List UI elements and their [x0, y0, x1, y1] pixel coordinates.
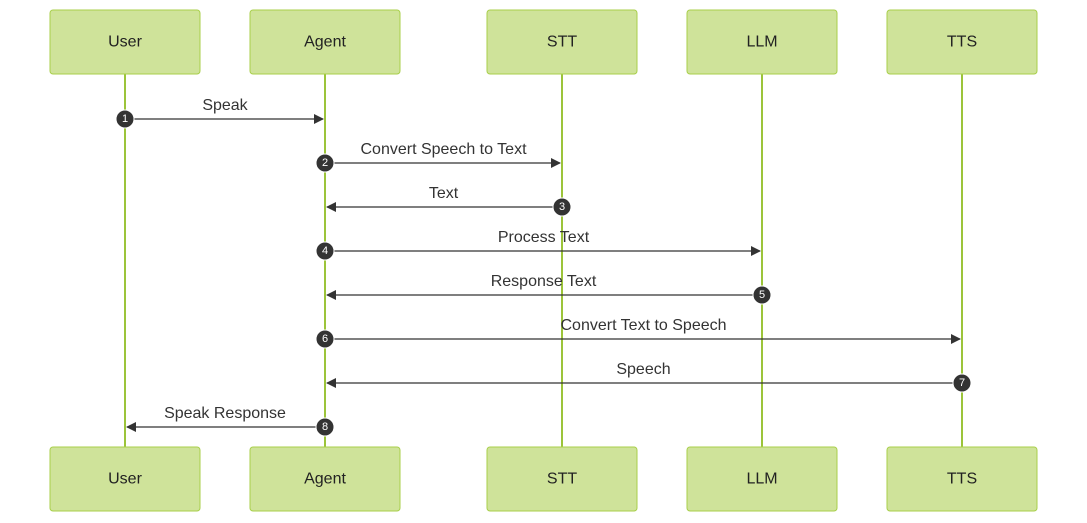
- step-number-badge: [315, 329, 335, 349]
- step-number: 1: [122, 113, 128, 125]
- actor-stt-top: STT: [486, 9, 638, 75]
- actor-label: User: [108, 471, 142, 488]
- step-number-badge: [552, 197, 572, 217]
- actor-label: LLM: [746, 471, 777, 488]
- message-label: Speak: [202, 97, 248, 114]
- actor-label: User: [108, 34, 142, 51]
- message-4: Process Text 4: [315, 229, 761, 261]
- step-number: 3: [559, 201, 565, 213]
- step-number: 2: [322, 157, 328, 169]
- message-label: Speak Response: [164, 405, 286, 422]
- step-number-badge: [952, 373, 972, 393]
- step-number: 7: [959, 377, 965, 389]
- message-2: Convert Speech to Text 2: [315, 141, 561, 173]
- actor-box: [249, 9, 401, 75]
- actor-user-top: User: [49, 9, 201, 75]
- message-label: Convert Speech to Text: [360, 141, 527, 158]
- actor-label: TTS: [947, 34, 977, 51]
- actor-label: LLM: [746, 34, 777, 51]
- message-label: Convert Text to Speech: [560, 317, 726, 334]
- step-number: 8: [322, 421, 328, 433]
- actor-box: [686, 446, 838, 512]
- actor-box: [486, 446, 638, 512]
- message-7: Speech 7: [326, 361, 972, 393]
- message-5: Response Text 5: [326, 273, 772, 305]
- actor-box: [49, 9, 201, 75]
- actor-agent-bottom: Agent: [249, 446, 401, 512]
- actor-llm-top: LLM: [686, 9, 838, 75]
- actor-box: [886, 9, 1038, 75]
- actor-user-bottom: User: [49, 446, 201, 512]
- step-number: 4: [322, 245, 328, 257]
- actor-label: TTS: [947, 471, 977, 488]
- actor-agent-top: Agent: [249, 9, 401, 75]
- step-number-badge: [315, 153, 335, 173]
- step-number-badge: [315, 241, 335, 261]
- message-label: Process Text: [498, 229, 590, 246]
- step-number: 6: [322, 333, 328, 345]
- actor-stt-bottom: STT: [486, 446, 638, 512]
- actor-box: [886, 446, 1038, 512]
- actor-llm-bottom: LLM: [686, 446, 838, 512]
- actor-box: [249, 446, 401, 512]
- step-number-badge: [115, 109, 135, 129]
- message-6: Convert Text to Speech 6: [315, 317, 961, 349]
- step-number-badge: [315, 417, 335, 437]
- step-number: 5: [759, 289, 765, 301]
- actor-tts-bottom: TTS: [886, 446, 1038, 512]
- actor-box: [686, 9, 838, 75]
- actor-tts-top: TTS: [886, 9, 1038, 75]
- actor-label: STT: [547, 471, 577, 488]
- actor-label: Agent: [304, 34, 346, 51]
- message-1: Speak 1: [115, 97, 324, 129]
- step-number-badge: [752, 285, 772, 305]
- message-8: Speak Response 8: [126, 405, 335, 437]
- message-3: Text 3: [326, 185, 572, 217]
- message-label: Speech: [616, 361, 670, 378]
- message-label: Response Text: [491, 273, 597, 290]
- lifelines: [124, 74, 963, 447]
- actors-bottom: User Agent STT LLM TTS: [49, 446, 1038, 512]
- actor-box: [49, 446, 201, 512]
- actor-label: Agent: [304, 471, 346, 488]
- message-label: Text: [429, 185, 459, 202]
- actors-top: User Agent STT LLM TTS: [49, 9, 1038, 75]
- actor-box: [486, 9, 638, 75]
- actor-label: STT: [547, 34, 577, 51]
